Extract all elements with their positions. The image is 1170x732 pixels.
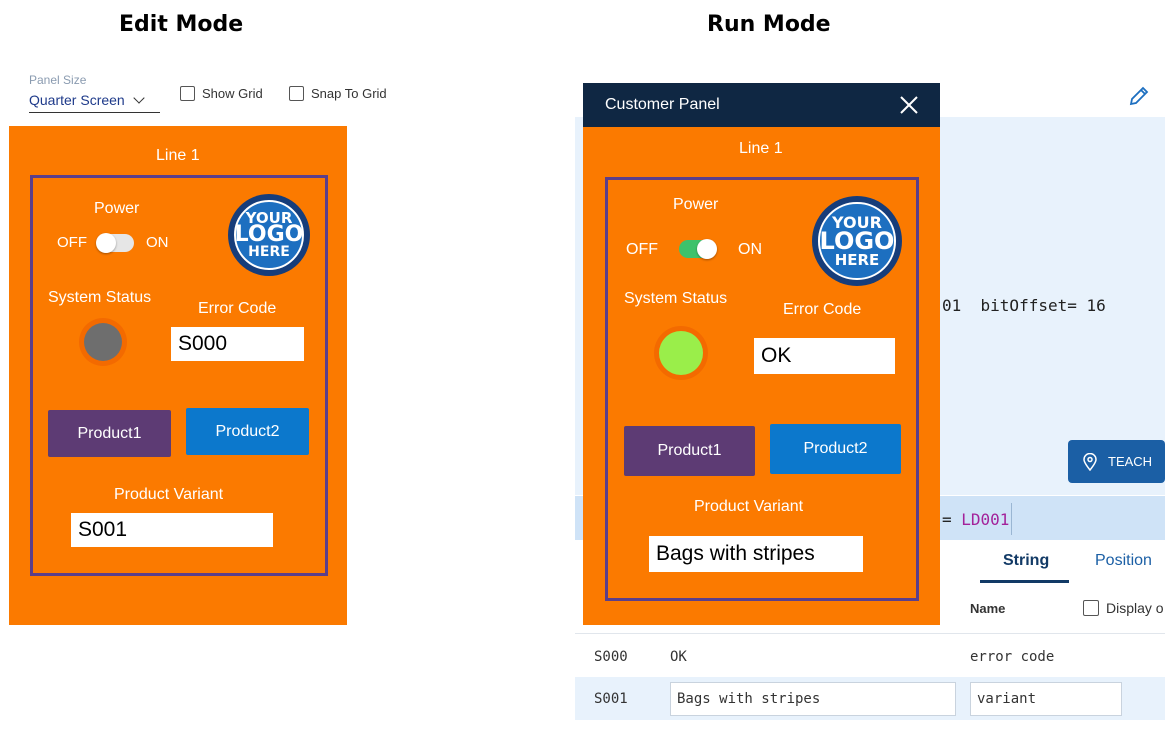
edit-product1-button[interactable]: Product1 [48, 410, 171, 457]
row-key: S000 [594, 649, 628, 665]
snap-to-grid-checkbox[interactable]: Snap To Grid [289, 86, 387, 101]
edit-status-lamp [79, 318, 127, 366]
lamp-off-indicator [84, 323, 122, 361]
logo-text-your: YOUR [832, 212, 882, 232]
edit-power-toggle[interactable] [96, 233, 134, 253]
panel-size-select[interactable]: Quarter Screen [29, 88, 160, 113]
code-fragment-text: 01 bitOffset= 16 [942, 296, 1106, 315]
edit-power-on-label: ON [146, 234, 169, 251]
teach-label: TEACH [1108, 454, 1153, 469]
edit-logo-image: YOUR LOGO HERE [228, 194, 310, 276]
run-error-code-label: Error Code [783, 301, 862, 318]
display-label: Display o [1106, 600, 1164, 616]
teach-button[interactable]: TEACH [1068, 440, 1165, 483]
run-power-label: Power [673, 196, 719, 213]
chevron-down-icon [133, 92, 145, 104]
checkbox-icon [1083, 600, 1099, 616]
snap-to-grid-label: Snap To Grid [311, 86, 387, 101]
edit-variant-label: Product Variant [114, 486, 224, 503]
edit-variant-field[interactable]: S001 [71, 513, 273, 547]
run-power-toggle[interactable] [679, 239, 717, 259]
location-pin-icon [1083, 452, 1097, 471]
edit-mode-heading: Edit Mode [119, 12, 244, 37]
show-grid-label: Show Grid [202, 86, 263, 101]
run-mode-heading: Run Mode [707, 12, 831, 37]
run-status-lamp [654, 326, 708, 380]
table-divider [575, 633, 1165, 634]
run-panel-title: Line 1 [739, 140, 783, 157]
logo-text-logo: LOGO [234, 222, 304, 248]
lamp-on-indicator [659, 331, 703, 375]
run-variant-label: Product Variant [694, 498, 804, 515]
run-power-on-label: ON [738, 241, 762, 258]
strip-variable: LD001 [961, 510, 1010, 529]
display-checkbox[interactable]: Display o [1083, 600, 1165, 616]
run-group-box [605, 177, 919, 601]
strip-equals: = [942, 510, 962, 529]
run-product1-button[interactable]: Product1 [624, 426, 755, 476]
edit-system-status-label: System Status [48, 289, 152, 306]
row-name: error code [970, 649, 1055, 665]
customer-panel-header: Customer Panel [583, 83, 940, 127]
edit-error-code-label: Error Code [198, 300, 277, 317]
pencil-edit-icon[interactable] [1127, 84, 1151, 108]
run-variant-field: Bags with stripes [649, 536, 863, 572]
tab-string[interactable]: String [1003, 552, 1050, 569]
run-product2-button[interactable]: Product2 [770, 424, 901, 474]
strip-divider [1011, 503, 1012, 535]
edit-product2-button[interactable]: Product2 [186, 408, 309, 455]
row-value-input[interactable]: Bags with stripes [670, 682, 956, 716]
toggle-knob [697, 239, 717, 259]
edit-error-code-field[interactable]: S000 [171, 327, 304, 361]
logo-text-here: HERE [834, 250, 880, 269]
tab-active-indicator [980, 580, 1069, 583]
run-logo-image: YOUR LOGO HERE [812, 196, 902, 286]
toggle-knob [96, 233, 116, 253]
logo-text-here: HERE [248, 243, 290, 260]
edit-group-box[interactable] [30, 175, 328, 576]
row-key: S001 [594, 691, 628, 707]
edit-power-off-label: OFF [57, 234, 87, 251]
checkbox-icon [289, 86, 304, 101]
close-icon[interactable] [898, 94, 920, 116]
panel-size-label: Panel Size [29, 73, 87, 87]
strip-expression: = LD001 [942, 510, 1009, 529]
run-power-off-label: OFF [626, 241, 658, 258]
show-grid-checkbox[interactable]: Show Grid [180, 86, 263, 101]
run-error-code-field: OK [754, 338, 895, 374]
checkbox-icon [180, 86, 195, 101]
edit-power-label: Power [94, 200, 140, 217]
panel-size-value: Quarter Screen [29, 92, 125, 108]
column-header-name: Name [970, 601, 1006, 616]
tab-position[interactable]: Position [1095, 552, 1152, 569]
customer-panel-title: Customer Panel [605, 96, 720, 113]
run-system-status-label: System Status [624, 290, 728, 307]
row-name-input[interactable]: variant [970, 682, 1122, 716]
edit-panel-title: Line 1 [156, 147, 200, 164]
row-value: OK [670, 649, 687, 665]
logo-text-logo: LOGO [819, 227, 895, 256]
logo-text-your: YOUR [245, 208, 293, 227]
